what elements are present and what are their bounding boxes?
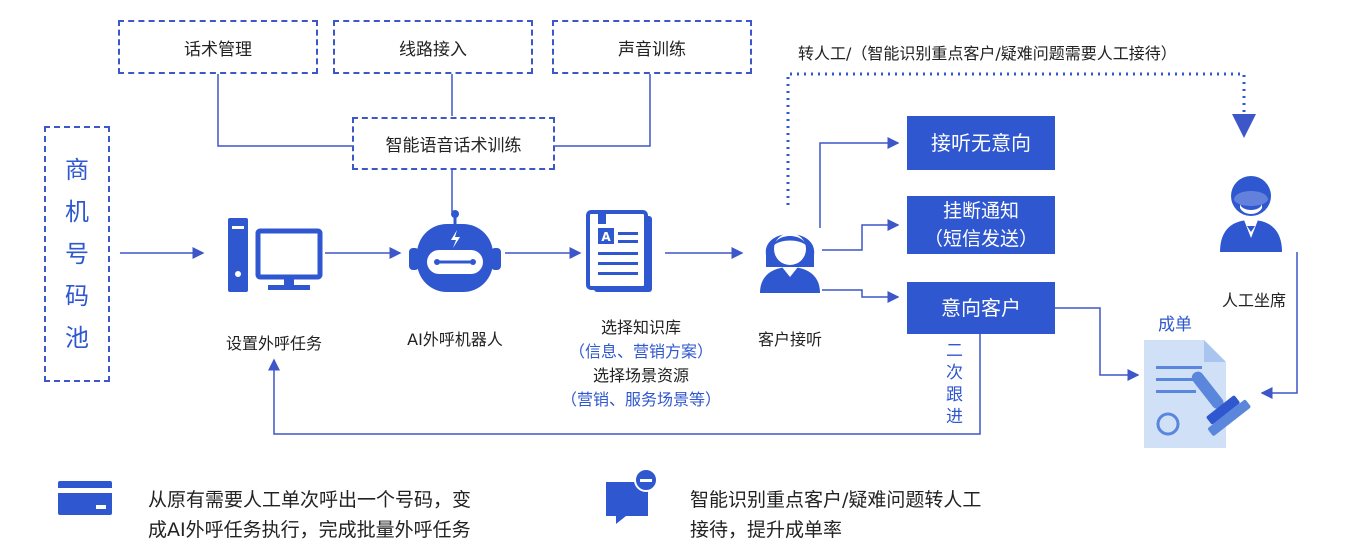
pool-char: 商: [65, 156, 89, 184]
contract-stamp-icon: [1144, 340, 1251, 448]
pool-char: 机: [65, 198, 89, 226]
kb-line-3: 选择场景资源: [592, 366, 689, 385]
hangup-line-1: 挂断通知: [942, 200, 1019, 222]
customer-icon: [760, 233, 820, 293]
kb-line-4: （营销、服务场景等）: [560, 390, 721, 409]
batch-call-line-2: 成AI外呼任务执行，完成批量外呼任务: [148, 519, 471, 541]
agent-label: 人工坐席: [1221, 291, 1286, 310]
pool-char: 号: [65, 240, 89, 268]
followup-char: 二: [946, 341, 963, 361]
deal-label: 成单: [1158, 315, 1192, 335]
no-intent-label: 接听无意向: [931, 131, 1031, 155]
computer-icon: [228, 218, 323, 292]
line-access-box: 线路接入: [333, 20, 533, 74]
customer-label: 客户接听: [757, 330, 822, 349]
voice-training-label: 声音训练: [618, 39, 686, 60]
script-management-label: 话术管理: [184, 39, 252, 60]
knowledge-base-label: 选择知识库 （信息、营销方案） 选择场景资源 （营销、服务场景等）: [556, 316, 726, 412]
intent-customer-box: 意向客户: [907, 282, 1055, 334]
transfer-desc-line-2: 接待，提升成单率: [690, 519, 843, 541]
card-icon: [58, 481, 112, 515]
agent-icon: [1220, 176, 1282, 252]
smart-voice-training-box: 智能语音话术训练: [352, 117, 555, 170]
set-task-label: 设置外呼任务: [225, 334, 322, 353]
batch-call-description: 从原有需要人工单次呼出一个号码，变 成AI外呼任务执行，完成批量外呼任务: [148, 485, 471, 545]
kb-line-1: 选择知识库: [600, 318, 681, 337]
hangup-line-2: （短信发送）: [923, 228, 1038, 250]
batch-call-line-1: 从原有需要人工单次呼出一个号码，变: [148, 489, 472, 511]
no-intent-box: 接听无意向: [907, 116, 1055, 170]
transfer-label: 转人工/（智能识别重点客户/疑难问题需要人工接待）: [798, 44, 1177, 63]
svg-text:A: A: [601, 230, 611, 244]
intent-customer-label: 意向客户: [941, 296, 1021, 320]
transfer-desc-line-1: 智能识别重点客户/疑难问题转人工: [690, 489, 982, 511]
second-followup-label: 二 次 跟 进: [946, 340, 963, 428]
number-pool-box: 商 机 号 码 池: [44, 126, 110, 382]
pool-char: 码: [65, 282, 89, 310]
followup-char: 跟: [946, 385, 963, 405]
robot-icon: [409, 210, 501, 292]
smart-voice-training-label: 智能语音话术训练: [385, 136, 522, 156]
robot-label: AI外呼机器人: [407, 330, 503, 349]
pool-char: 池: [65, 324, 89, 352]
chat-icon: [606, 468, 658, 524]
voice-training-box: 声音训练: [552, 20, 752, 74]
hangup-notice-box: 挂断通知 （短信发送）: [907, 196, 1055, 254]
document-icon: A: [586, 210, 652, 292]
followup-char: 进: [946, 407, 963, 427]
kb-line-2: （信息、营销方案）: [568, 342, 713, 361]
script-management-box: 话术管理: [118, 20, 318, 74]
line-access-label: 线路接入: [399, 39, 467, 60]
followup-char: 次: [946, 363, 963, 383]
transfer-description: 智能识别重点客户/疑难问题转人工 接待，提升成单率: [690, 485, 981, 545]
